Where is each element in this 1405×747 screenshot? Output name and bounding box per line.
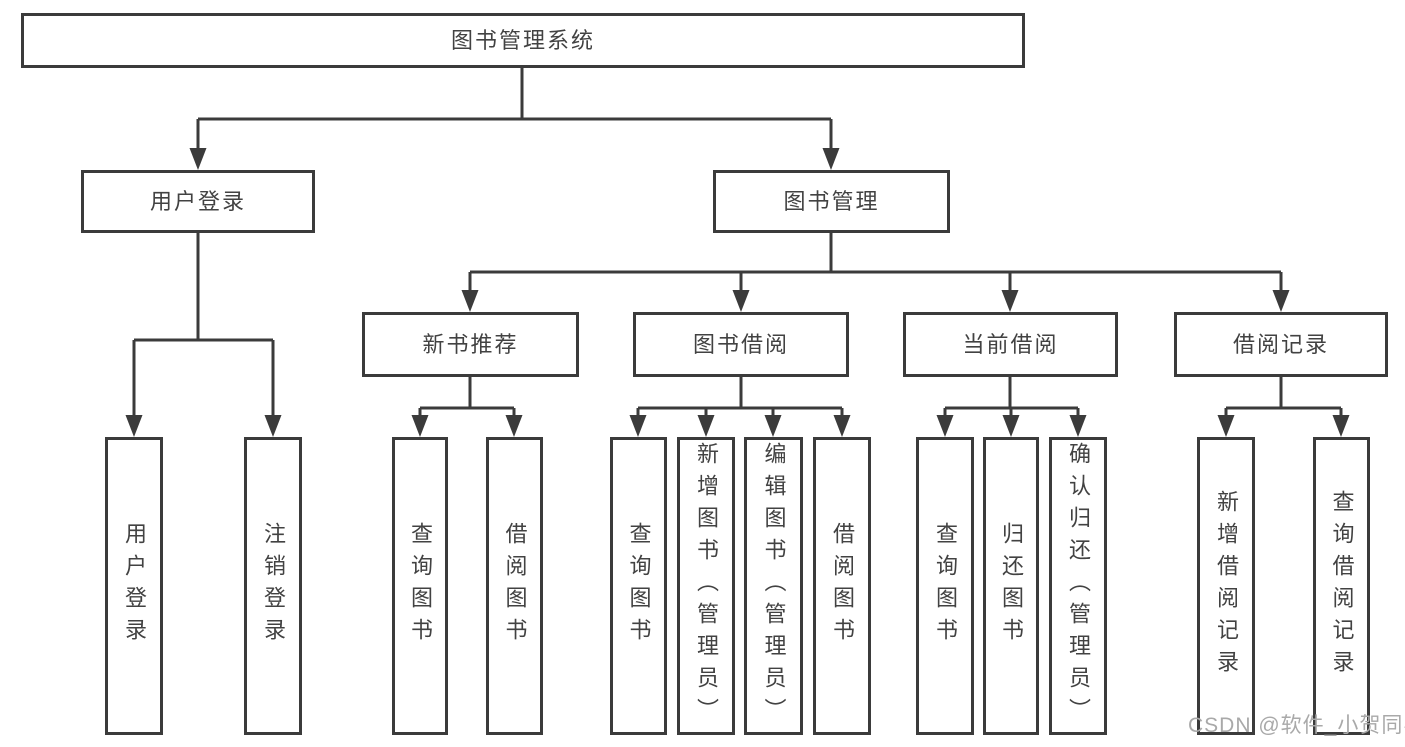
leaf-bb-borrow-books-label: 借阅图书: [830, 522, 855, 650]
node-new-book-recommend-label: 新书推荐: [422, 331, 519, 357]
node-current-borrow: 当前借阅: [903, 312, 1118, 377]
node-new-book-recommend: 新书推荐: [362, 312, 579, 377]
leaf-cb-return-books-label: 归还图书: [999, 522, 1024, 650]
node-current-borrow-label: 当前借阅: [962, 331, 1059, 357]
leaf-cb-confirm-return-admin: 确认归还（管理员）: [1049, 437, 1107, 735]
node-user-login: 用户登录: [81, 170, 315, 233]
node-book-borrow-label: 图书借阅: [692, 331, 789, 357]
leaf-bb-edit-books-admin-label: 编辑图书（管理员）: [761, 442, 787, 730]
node-root-label: 图书管理系统: [450, 27, 595, 53]
leaf-br-add-record-label: 新增借阅记录: [1214, 490, 1239, 682]
connector-bookmgmt-to-level3: [461, 233, 1290, 312]
connector-borrowrecords-to-leaves: [1217, 377, 1350, 437]
node-book-borrow: 图书借阅: [633, 312, 849, 377]
leaf-bb-edit-books-admin: 编辑图书（管理员）: [744, 437, 803, 735]
connector-root-to-level2: [189, 68, 840, 170]
leaf-nb-borrow-books-label: 借阅图书: [502, 522, 528, 650]
leaf-bb-borrow-books: 借阅图书: [813, 437, 871, 735]
leaf-nb-query-books: 查询图书: [392, 437, 448, 735]
leaf-br-query-record-label: 查询借阅记录: [1329, 490, 1355, 682]
leaf-nb-query-books-label: 查询图书: [408, 522, 433, 650]
leaf-bb-query-books: 查询图书: [610, 437, 667, 735]
leaf-cb-query-books: 查询图书: [916, 437, 974, 735]
leaf-bb-query-books-label: 查询图书: [626, 522, 652, 650]
leaf-nb-borrow-books: 借阅图书: [486, 437, 543, 735]
leaf-bb-add-books-admin: 新增图书（管理员）: [677, 437, 735, 735]
connector-bookborrow-to-leaves: [629, 377, 851, 437]
connector-userlogin-to-leaves: [125, 233, 282, 437]
leaf-cb-return-books: 归还图书: [983, 437, 1039, 735]
node-borrow-records-label: 借阅记录: [1232, 331, 1329, 357]
node-book-management-label: 图书管理: [783, 188, 880, 214]
watermark: CSDN @软件_小贺同学: [1188, 714, 1405, 737]
leaf-logout: 注销登录: [244, 437, 302, 735]
leaf-cb-confirm-return-admin-label: 确认归还（管理员）: [1066, 442, 1091, 730]
connector-newbookrec-to-leaves: [411, 377, 523, 437]
leaf-br-query-record: 查询借阅记录: [1313, 437, 1370, 735]
leaf-user-login-label: 用户登录: [122, 522, 147, 650]
node-book-management: 图书管理: [713, 170, 950, 233]
leaf-user-login: 用户登录: [105, 437, 163, 735]
leaf-bb-add-books-admin-label: 新增图书（管理员）: [694, 442, 719, 730]
node-borrow-records: 借阅记录: [1174, 312, 1388, 377]
leaf-br-add-record: 新增借阅记录: [1197, 437, 1255, 735]
node-user-login-label: 用户登录: [149, 188, 246, 214]
leaf-cb-query-books-label: 查询图书: [933, 522, 958, 650]
leaf-logout-label: 注销登录: [261, 522, 286, 650]
connector-currentborrow-to-leaves: [936, 377, 1087, 437]
node-root: 图书管理系统: [21, 13, 1025, 68]
